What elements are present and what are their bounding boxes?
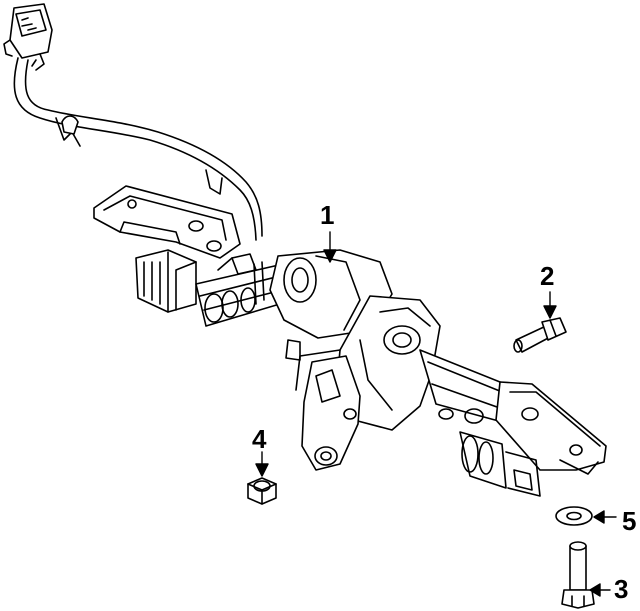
harness-cable [13, 57, 257, 241]
bolt-2 [513, 317, 567, 353]
callout-label-3: 3 [614, 574, 629, 604]
callout-label-4: 4 [252, 424, 267, 454]
callout-label-1: 1 [320, 200, 335, 230]
harness-connector [3, 3, 53, 71]
wiring-harness [3, 3, 263, 241]
washer-5 [555, 506, 593, 526]
callout-arrow-3 [589, 583, 611, 597]
callout-arrow-1 [323, 231, 337, 263]
callout-arrows [255, 231, 617, 597]
nut-4 [247, 477, 277, 505]
steering-column-assembly [93, 185, 607, 497]
callout-label-2: 2 [540, 261, 555, 291]
callout-label-5: 5 [622, 506, 637, 536]
upper-bracket [93, 185, 241, 259]
bolt-3 [561, 541, 595, 609]
callout-arrow-2 [543, 291, 557, 319]
callout-arrow-5 [593, 510, 617, 524]
lower-mount [301, 355, 361, 471]
callout-arrow-4 [255, 451, 269, 477]
lower-bracket [495, 381, 607, 471]
